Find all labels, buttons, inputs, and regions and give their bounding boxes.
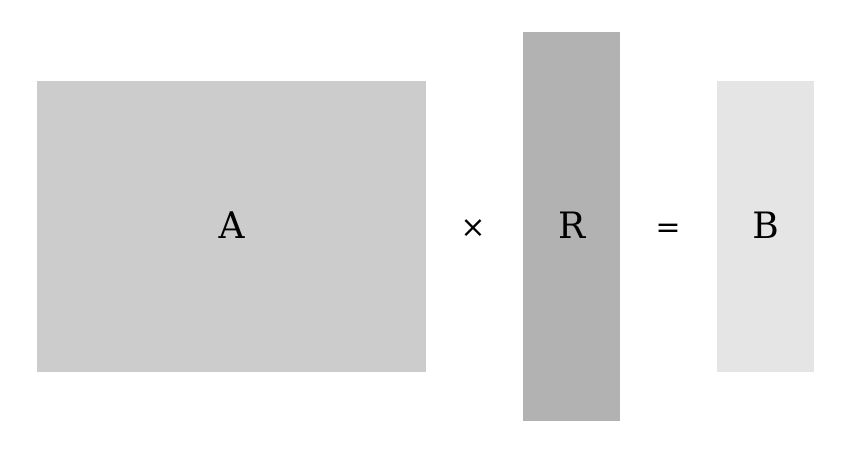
matrix-b-block: B	[717, 81, 814, 372]
matrix-r-label: R	[557, 206, 586, 247]
equals-operator: =	[655, 209, 681, 245]
matrix-a-block: A	[37, 81, 426, 372]
matrix-a-label: A	[218, 206, 245, 247]
matrix-b-label: B	[752, 206, 779, 247]
matrix-r-block: R	[523, 32, 620, 421]
multiply-operator: ×	[460, 209, 486, 245]
